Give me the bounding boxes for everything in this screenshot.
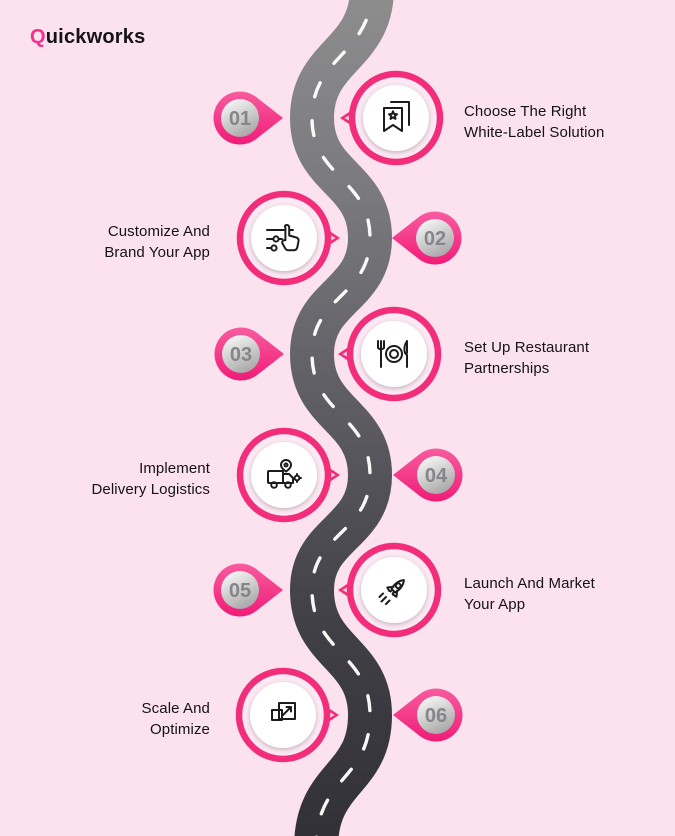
step-label-line: Launch And Market: [464, 575, 595, 592]
step-label-line: Your App: [464, 596, 526, 613]
step-label-line: Optimize: [150, 721, 210, 738]
step-number: 06: [425, 705, 447, 727]
road-center-dashes: [310, 0, 373, 836]
step-number: 04: [425, 465, 448, 487]
step-number: 03: [230, 344, 252, 366]
restaurant-cutlery-icon: [377, 340, 408, 368]
step-label-line: Brand Your App: [104, 244, 210, 261]
step-bubble-6: [235, 667, 339, 763]
step-label-2: Customize And Brand Your App: [30, 221, 210, 263]
step-label-5: Launch And Market Your App: [464, 573, 664, 615]
delivery-truck-icon: [267, 459, 302, 489]
quickworks-logo: Quickworks: [30, 26, 145, 49]
milestone-pin-02: 02: [392, 211, 462, 265]
step-label-line: Implement: [139, 460, 210, 477]
customize-hand-sliders-icon: [266, 224, 300, 252]
step-label-6: Scale And Optimize: [30, 698, 210, 740]
step-bubble-5: [338, 542, 442, 638]
step-label-line: Set Up Restaurant: [464, 339, 590, 356]
milestone-pin-01: 01: [213, 91, 283, 145]
step-number: 02: [424, 228, 446, 250]
logo-letter-q: Q: [30, 26, 46, 48]
step-label-line: Choose The Right: [464, 103, 587, 120]
logo-rest: uickworks: [45, 26, 146, 48]
step-label-3: Set Up Restaurant Partnerships: [464, 337, 664, 379]
step-label-line: Delivery Logistics: [91, 481, 210, 498]
milestone-pin-06: 06: [393, 688, 463, 742]
step-label-line: White-Label Solution: [464, 124, 605, 141]
step-label-4: Implement Delivery Logistics: [30, 458, 210, 500]
step-label-line: Scale And: [141, 700, 210, 717]
step-bubble-4: [236, 427, 340, 523]
milestone-pin-05: 05: [213, 563, 283, 617]
step-label-line: Partnerships: [464, 360, 550, 377]
step-bubble-2: [236, 190, 340, 286]
step-number: 05: [229, 580, 251, 602]
milestone-pin-03: 03: [214, 327, 284, 381]
step-label-1: Choose The Right White-Label Solution: [464, 101, 664, 143]
step-bubble-3: [338, 306, 442, 402]
step-label-line: Customize And: [107, 223, 210, 240]
scale-expand-icon: [271, 702, 296, 721]
milestone-pin-04: 04: [393, 448, 463, 502]
step-bubble-1: [340, 70, 444, 166]
step-number: 01: [229, 108, 251, 130]
rocket-launch-icon: [378, 579, 405, 605]
badge-bookmark-icon: [383, 101, 410, 132]
